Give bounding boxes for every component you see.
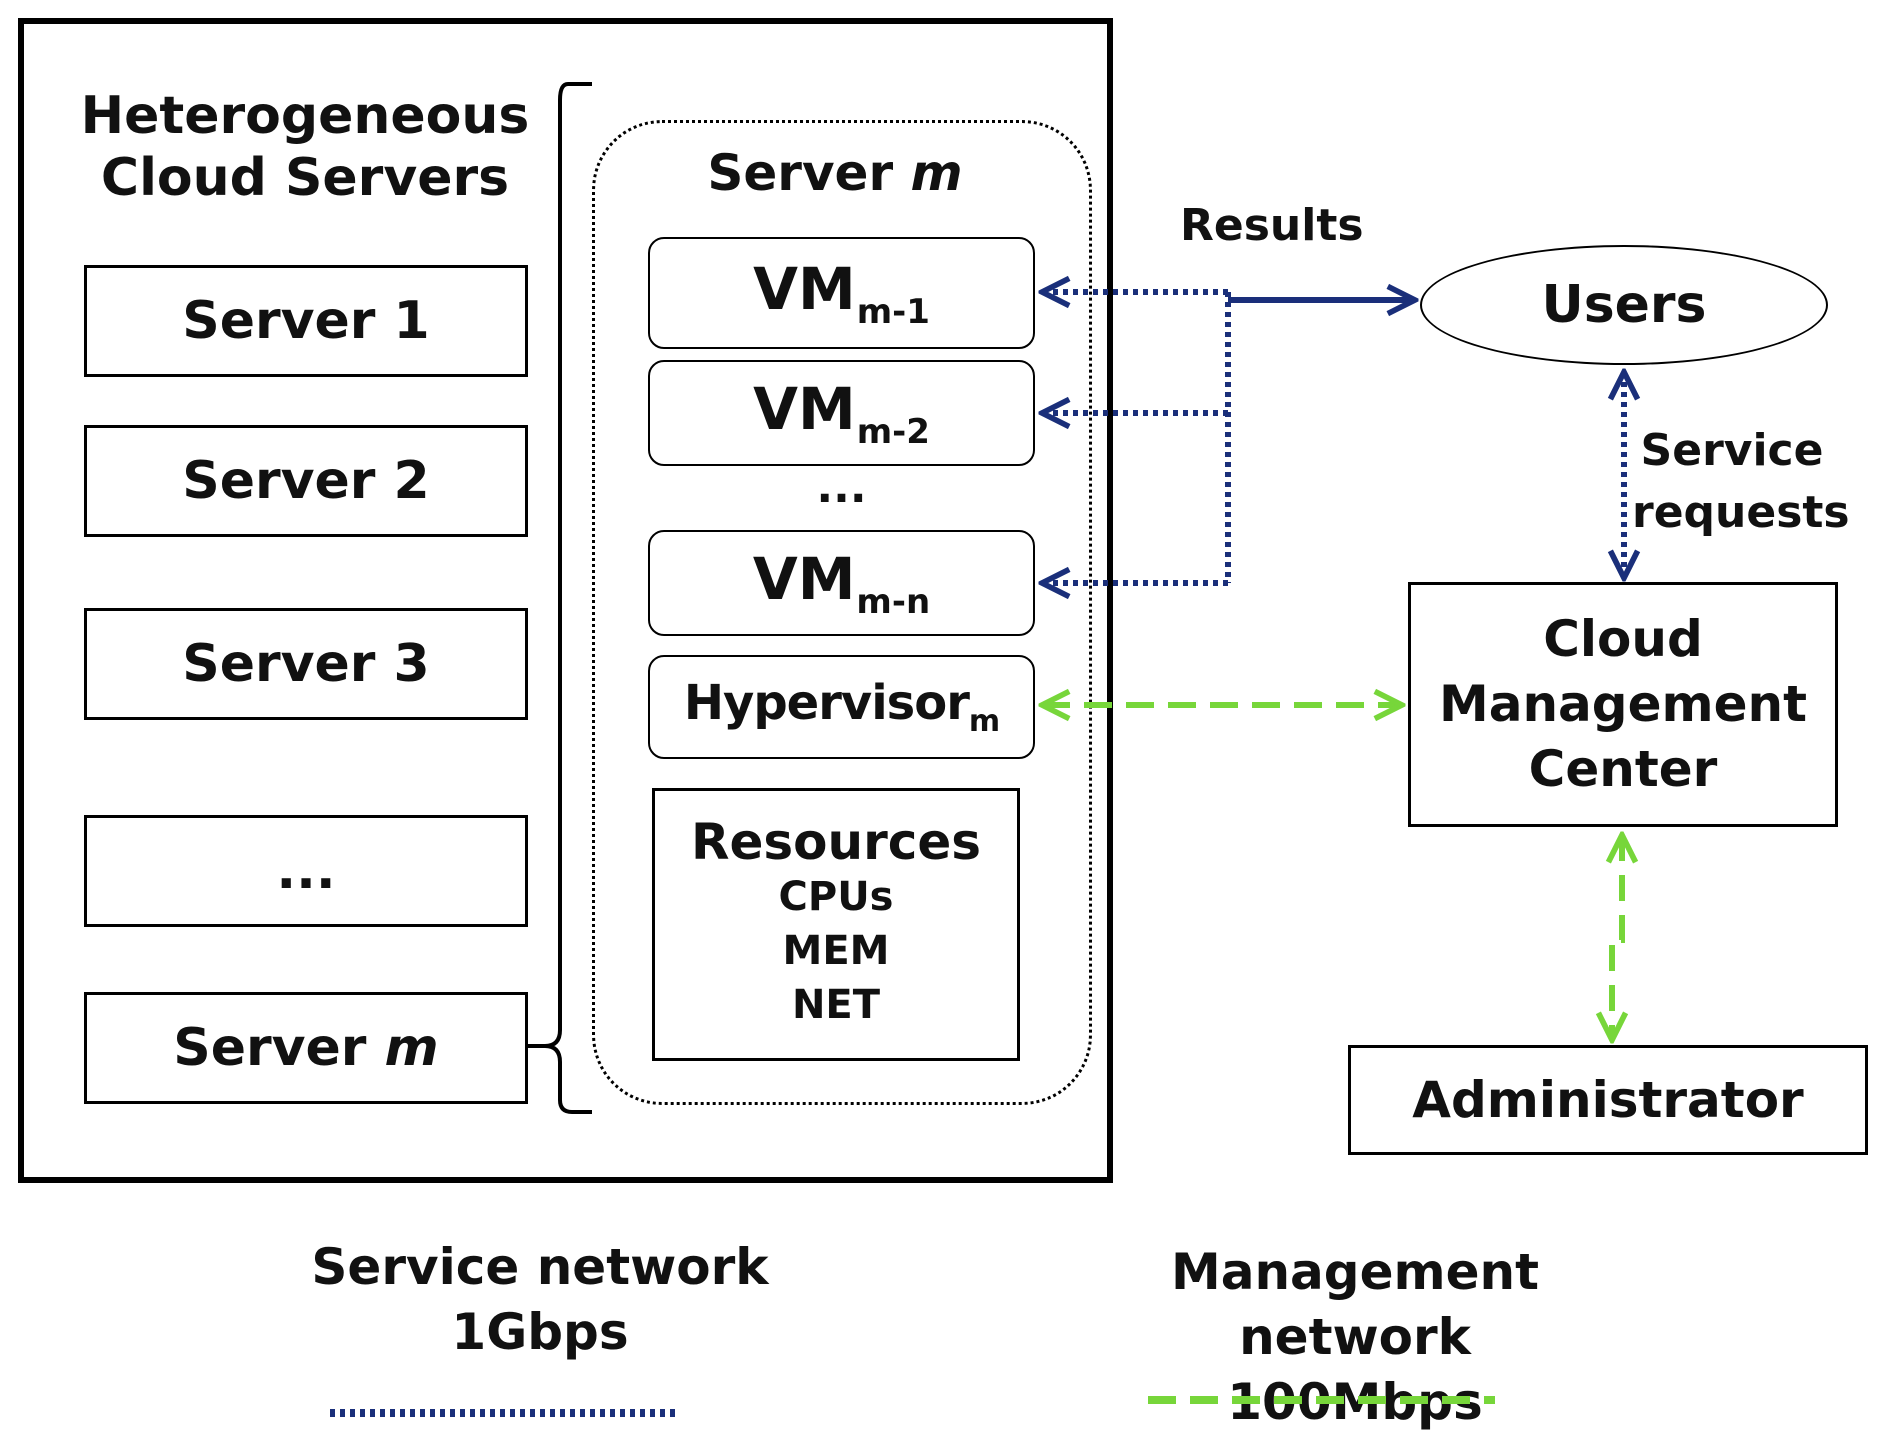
- server-m-bracket: [528, 82, 592, 1114]
- vm-ellipsis: ...: [816, 462, 867, 513]
- hypervisor-box: Hypervisorm: [648, 655, 1035, 759]
- server-m-box: Server m: [84, 992, 528, 1104]
- vm-m-1-label: VMm-1: [753, 254, 930, 332]
- server-ellipsis-box: ...: [84, 815, 528, 927]
- server-2-label: Server 2: [182, 451, 430, 511]
- server-m-label: Server m: [173, 1018, 438, 1078]
- legend-management-line2: 100Mbps: [1227, 1373, 1483, 1431]
- server-m-detail-title: Server m: [640, 143, 1030, 203]
- resources-title: Resources: [690, 813, 982, 871]
- server-m-detail-group: [592, 120, 1092, 1105]
- hypervisor-label: Hypervisorm: [683, 675, 1000, 739]
- server-1-box: Server 1: [84, 265, 528, 377]
- server-1-label: Server 1: [182, 291, 430, 351]
- server-3-box: Server 3: [84, 608, 528, 720]
- cmc-line2: Management: [1438, 675, 1808, 733]
- legend-management-network: Management network 100Mbps: [1055, 1240, 1655, 1435]
- legend-service-line1: Service network: [311, 1238, 769, 1296]
- vm-m-n-label: VMm-n: [752, 544, 931, 622]
- service-requests-line1: Service: [1640, 425, 1824, 476]
- service-network-links: [1042, 292, 1624, 583]
- resources-box: Resources CPUs MEM NET: [652, 788, 1020, 1061]
- vm-m-n-box: VMm-n: [648, 530, 1035, 636]
- server-m-detail-title-text: Server: [707, 144, 894, 202]
- cluster-title-line1: Heterogeneous: [80, 86, 530, 146]
- cluster-title: Heterogeneous Cloud Servers: [70, 85, 540, 210]
- server-3-label: Server 3: [182, 634, 430, 694]
- legend-service-line2: 1Gbps: [451, 1303, 629, 1361]
- administrator-label: Administrator: [1412, 1071, 1804, 1129]
- resource-net: NET: [791, 982, 881, 1028]
- users-node: Users: [1420, 245, 1828, 365]
- cmc-line3: Center: [1528, 740, 1718, 798]
- cmc-line1: Cloud: [1543, 610, 1703, 668]
- vm-m-2-label: VMm-2: [753, 374, 930, 452]
- vm-m-2-box: VMm-2: [648, 360, 1035, 466]
- resource-mem: MEM: [782, 928, 890, 974]
- cloud-management-center-box: Cloud Management Center: [1408, 582, 1838, 827]
- resource-cpus: CPUs: [778, 874, 894, 920]
- service-requests-line2: requests: [1632, 486, 1850, 538]
- server-m-detail-title-suffix: m: [910, 144, 963, 202]
- users-label: Users: [1541, 274, 1707, 335]
- server-m-label-suffix: m: [384, 1018, 439, 1078]
- administrator-box: Administrator: [1348, 1045, 1868, 1155]
- legend-service-network: Service network 1Gbps: [300, 1235, 780, 1365]
- management-network-links: [1042, 705, 1622, 1040]
- cluster-title-line2: Cloud Servers: [100, 148, 510, 209]
- server-ellipsis-label: ...: [276, 841, 336, 901]
- server-m-label-text: Server: [173, 1018, 367, 1078]
- results-label: Results: [1180, 200, 1364, 251]
- legend-management-line1: Management network: [1170, 1243, 1540, 1366]
- server-2-box: Server 2: [84, 425, 528, 537]
- service-requests-label: Service requests: [1632, 420, 1850, 543]
- cloud-servers-container: [18, 18, 1113, 1183]
- vm-m-1-box: VMm-1: [648, 237, 1035, 349]
